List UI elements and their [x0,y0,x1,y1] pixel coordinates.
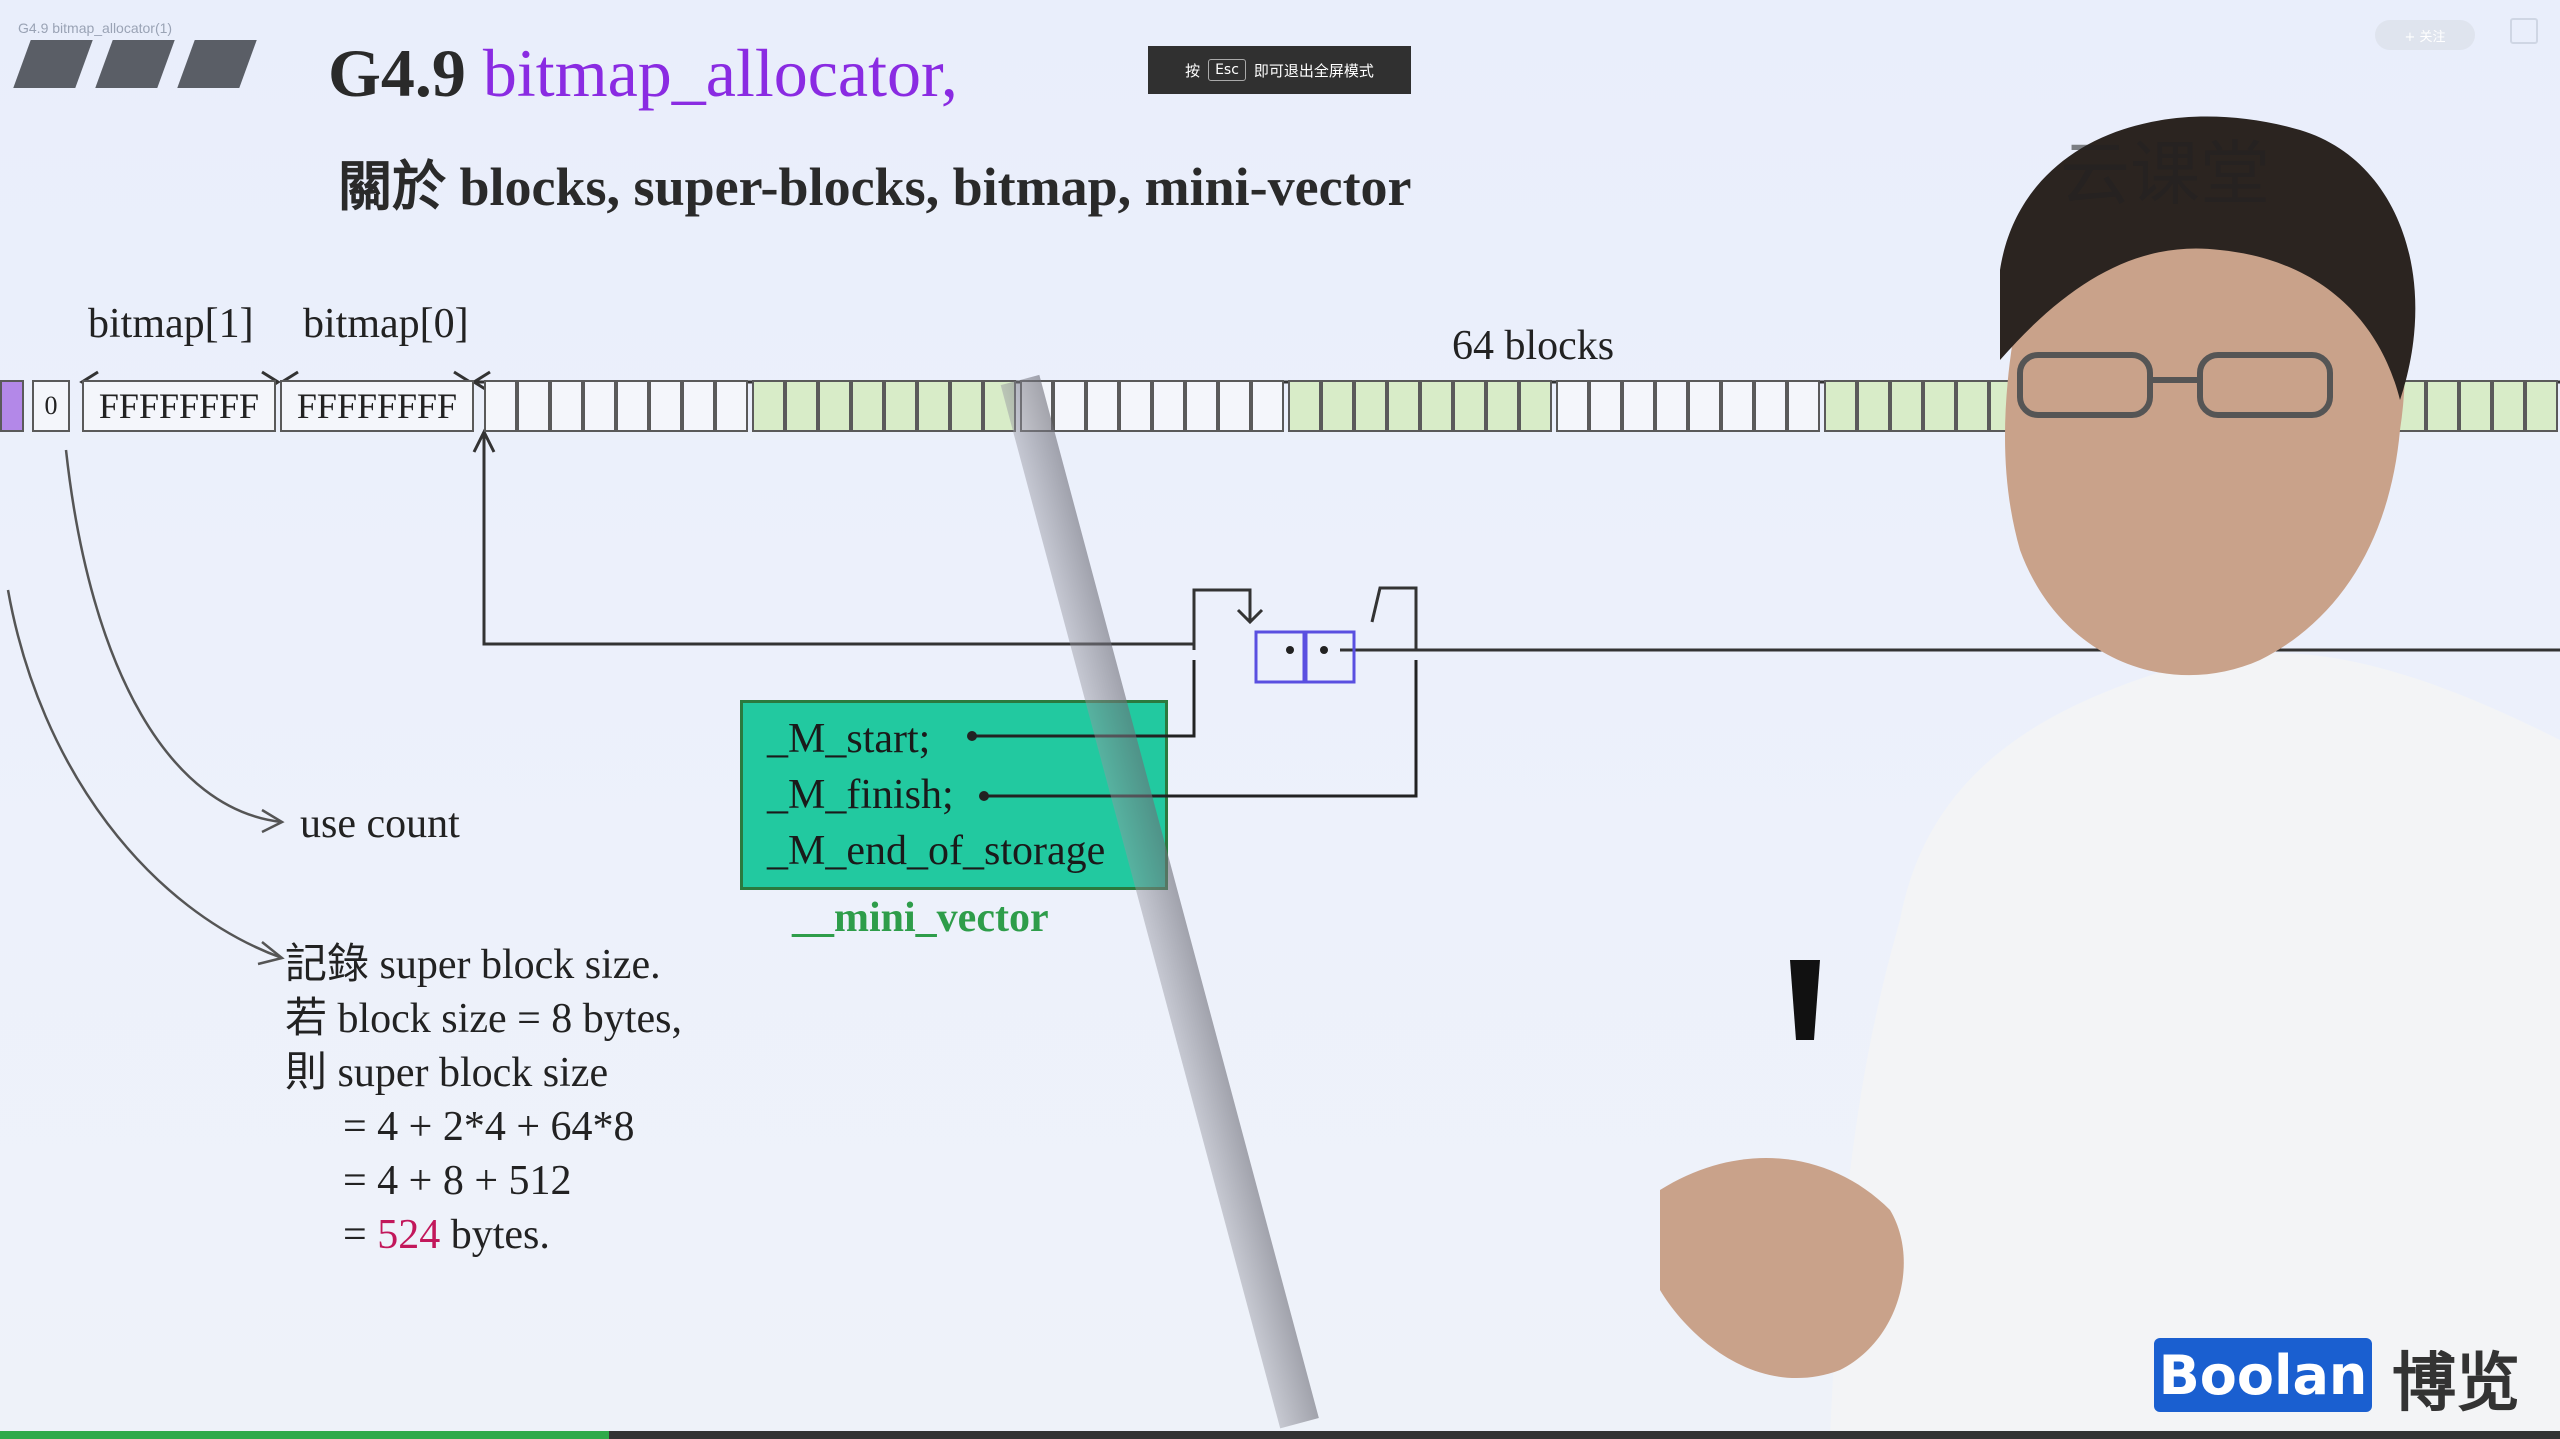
progress-fill [0,1431,610,1439]
bitmap1-cell: FFFFFFFF [82,380,276,432]
blocks-label: 64 blocks [1452,323,1615,369]
memory-block-cell [1152,380,1185,432]
memory-block-cell [884,380,917,432]
memory-block-cell [1486,380,1519,432]
field-m-start: _M_start; [767,716,931,762]
memory-block-cell [1251,380,1284,432]
title-prefix: G4.9 [328,35,466,111]
memory-block-cell [1688,380,1721,432]
annotation-arrows [6,449,285,966]
memory-block-cell [682,380,715,432]
memory-block-cell [1890,380,1923,432]
memory-block-cell [1824,380,1857,432]
memory-block-cell [1288,380,1321,432]
watermark: 云课堂 [2060,133,2270,215]
memory-block-cell [583,380,616,432]
field-pointer-lines [967,660,1418,801]
memory-block-cell [1119,380,1152,432]
memory-block-cell [1923,380,1956,432]
mini-vector-label: __mini_vector [792,895,1049,941]
boolan-logo-cn: 博览 [2392,1346,2520,1421]
boolan-logo: Boolan [2154,1338,2372,1412]
memory-block-cell [2525,380,2558,432]
bitmap0-cell: FFFFFFFF [280,380,474,432]
note-line-6: = 524 bytes. [343,1212,550,1258]
memory-block-cell [2459,380,2492,432]
memory-block-cell [1321,380,1354,432]
memory-block-cell [1086,380,1119,432]
follow-button[interactable]: + 关注 [2375,20,2475,50]
slide-title: G4.9 bitmap_allocator, [328,34,958,113]
memory-block-cell [917,380,950,432]
note-line-4: = 4 + 2*4 + 64*8 [343,1104,635,1150]
note-line-1: 記錄 super block size. [285,942,661,988]
left-edge-cell [0,380,24,432]
field-m-end-of-storage: _M_end_of_storage [767,828,1106,874]
super-block-notes: 記錄 super block size. 若 block size = 8 by… [285,938,682,1262]
memory-block-cell [649,380,682,432]
memory-block-cell [1857,380,1890,432]
memory-block-cell [1956,380,1989,432]
bitmap1-label: bitmap[1] [88,301,254,347]
note-line-2: 若 block size = 8 bytes, [285,996,682,1042]
memory-block-cell [484,380,517,432]
memory-block-cell [1354,380,1387,432]
memory-block-cell [1754,380,1787,432]
esc-key: Esc [1208,59,1246,81]
note-line-3: 則 super block size [285,1050,609,1096]
memory-block-cell [1185,380,1218,432]
use-count-label: use count [300,801,460,847]
title-function-name: bitmap_allocator, [482,35,958,111]
memory-block-cell [1721,380,1754,432]
memory-block-cell [715,380,748,432]
memory-block-cell [616,380,649,432]
bitmap0-label: bitmap[0] [303,301,469,347]
field-m-finish: _M_finish; [767,772,954,818]
note-line-5: = 4 + 8 + 512 [343,1158,572,1204]
memory-block-cell [752,380,785,432]
memory-block-cell [1420,380,1453,432]
memory-block-cell [2426,380,2459,432]
memory-block-cell [1387,380,1420,432]
progress-track[interactable] [0,1431,2560,1439]
memory-block-cell [818,380,851,432]
memory-block-cell [851,380,884,432]
memory-block-cell [517,380,550,432]
memory-block-cell [550,380,583,432]
fullscreen-icon[interactable] [2510,18,2538,44]
memory-block-cell [785,380,818,432]
use-count-cell: 0 [32,380,70,432]
memory-block-cell [1556,380,1589,432]
window-title: G4.9 bitmap_allocator(1) [18,20,173,36]
memory-block-cell [1453,380,1486,432]
memory-block-cell [1589,380,1622,432]
memory-block-cell [1655,380,1688,432]
memory-block-cell [1053,380,1086,432]
memory-block-cell [2492,380,2525,432]
title-stripes-decoration [12,40,262,90]
lecturer-figure [1660,116,2560,1439]
slide-subtitle: 關於 blocks, super-blocks, bitmap, mini-ve… [338,157,1412,217]
memory-block-cell [1787,380,1820,432]
fullscreen-exit-tip: 按 Esc 即可退出全屏模式 [1148,46,1411,94]
memory-block-cell [1218,380,1251,432]
memory-block-cell [1519,380,1552,432]
memory-block-cell [1622,380,1655,432]
memory-block-cell [950,380,983,432]
note-highlight-value: 524 [377,1212,441,1258]
esc-prefix: 按 [1185,61,1201,80]
esc-suffix: 即可退出全屏模式 [1253,61,1374,80]
mini-vector-pointer-pair [1254,630,1356,684]
